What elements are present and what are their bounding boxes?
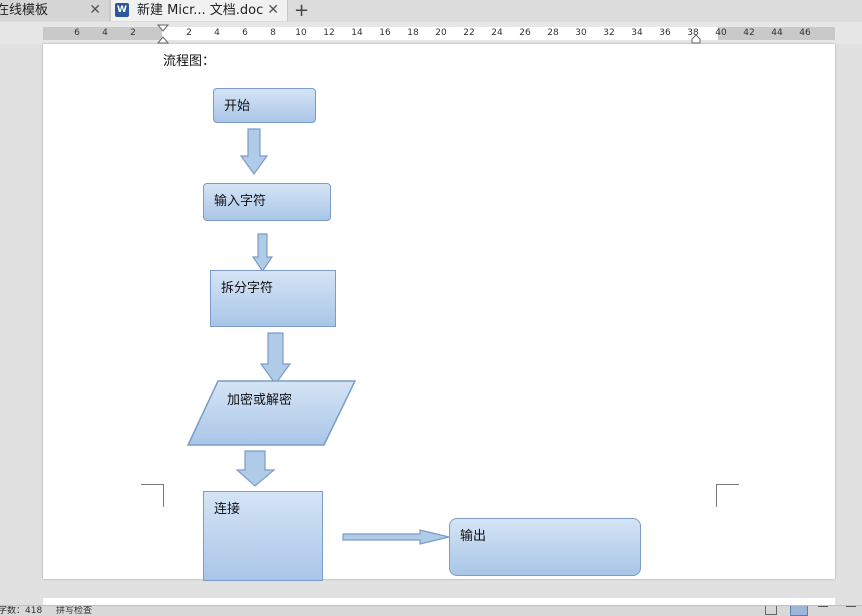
ruler-tick: 42 [743,28,755,38]
flow-input-box[interactable]: 输入字符 [203,183,331,221]
ruler-tick: 16 [379,28,391,38]
down-arrow-icon [252,233,274,273]
flow-input-label: 输入字符 [214,194,267,209]
ruler-tick: 26 [519,28,531,38]
ruler-tick: 36 [659,28,671,38]
indent-marker-right[interactable] [691,34,701,44]
flow-split-label: 拆分字符 [221,281,274,296]
view-page-icon[interactable] [790,606,808,616]
flow-connect-box[interactable]: 连接 [203,491,323,581]
tab-label: 在线模板 [0,3,49,18]
ruler-tick: 24 [491,28,503,38]
flow-output-box[interactable]: 输出 [449,518,641,576]
view-web-icon[interactable] [846,606,856,615]
ruler-tick: 6 [242,28,248,38]
new-tab-button[interactable]: + [294,0,310,21]
flow-split-box[interactable]: 拆分字符 [210,270,336,327]
ruler-tick: 10 [295,28,307,38]
ruler-tick: 14 [351,28,363,38]
flow-connect-label: 连接 [214,502,241,517]
ruler-text-area [162,27,718,40]
ruler-tick: 2 [130,28,136,38]
horizontal-ruler[interactable]: 6 4 2 2 4 6 8 10 12 14 16 18 20 22 24 26… [0,22,862,44]
status-bar: 字数：418 拼写检查 [0,605,862,616]
ruler-tick: 2 [186,28,192,38]
flow-output-label: 输出 [460,529,487,544]
ruler-tick: 40 [715,28,727,38]
margin-corner-mark [141,484,164,507]
ruler-tick: 18 [407,28,419,38]
flow-crypt-label: 加密或解密 [227,393,293,408]
right-arrow-icon [342,529,450,545]
ruler-tick: 30 [575,28,587,38]
flow-start-box[interactable]: 开始 [213,88,316,123]
down-arrow-icon [240,128,269,176]
tab-online-templates[interactable]: 在线模板 ✕ [0,0,110,21]
ruler-tick: 28 [547,28,559,38]
margin-corner-mark [716,484,739,507]
view-fullscreen-icon[interactable] [765,606,777,615]
ruler-tick: 44 [771,28,783,38]
tab-label: 新建 Micr... 文档.doc [137,3,264,18]
ruler-tick: 32 [603,28,615,38]
spellcheck-status[interactable]: 拼写检查 [56,606,93,616]
ruler-tick: 34 [631,28,643,38]
close-icon[interactable]: ✕ [89,2,101,18]
ruler-tick: 46 [799,28,811,38]
ruler-tick: 8 [270,28,276,38]
close-icon[interactable]: ✕ [267,2,279,18]
ruler-tick: 22 [463,28,475,38]
ruler-tick: 6 [74,28,80,38]
ruler-tick: 38 [687,28,699,38]
document-page[interactable]: 流程图： 开始 输入字符 拆分字符 加密或解密 [43,44,835,581]
word-doc-icon: W [115,3,129,17]
flow-start-label: 开始 [224,99,251,114]
indent-marker-left[interactable] [157,24,169,46]
ruler-tick: 20 [435,28,447,38]
tab-bar: 在线模板 ✕ W 新建 Micr... 文档.doc ✕ + [0,0,862,23]
ruler-tick: 4 [102,28,108,38]
heading-text: 流程图： [163,54,216,69]
view-outline-icon[interactable] [818,606,828,615]
flow-crypt-shape[interactable] [187,380,357,446]
down-arrow-icon [236,450,276,487]
word-count[interactable]: 字数：418 [0,606,43,616]
tab-document[interactable]: W 新建 Micr... 文档.doc ✕ [110,0,288,21]
down-arrow-icon [260,332,292,386]
ruler-tick: 12 [323,28,335,38]
ruler-tick: 4 [214,28,220,38]
